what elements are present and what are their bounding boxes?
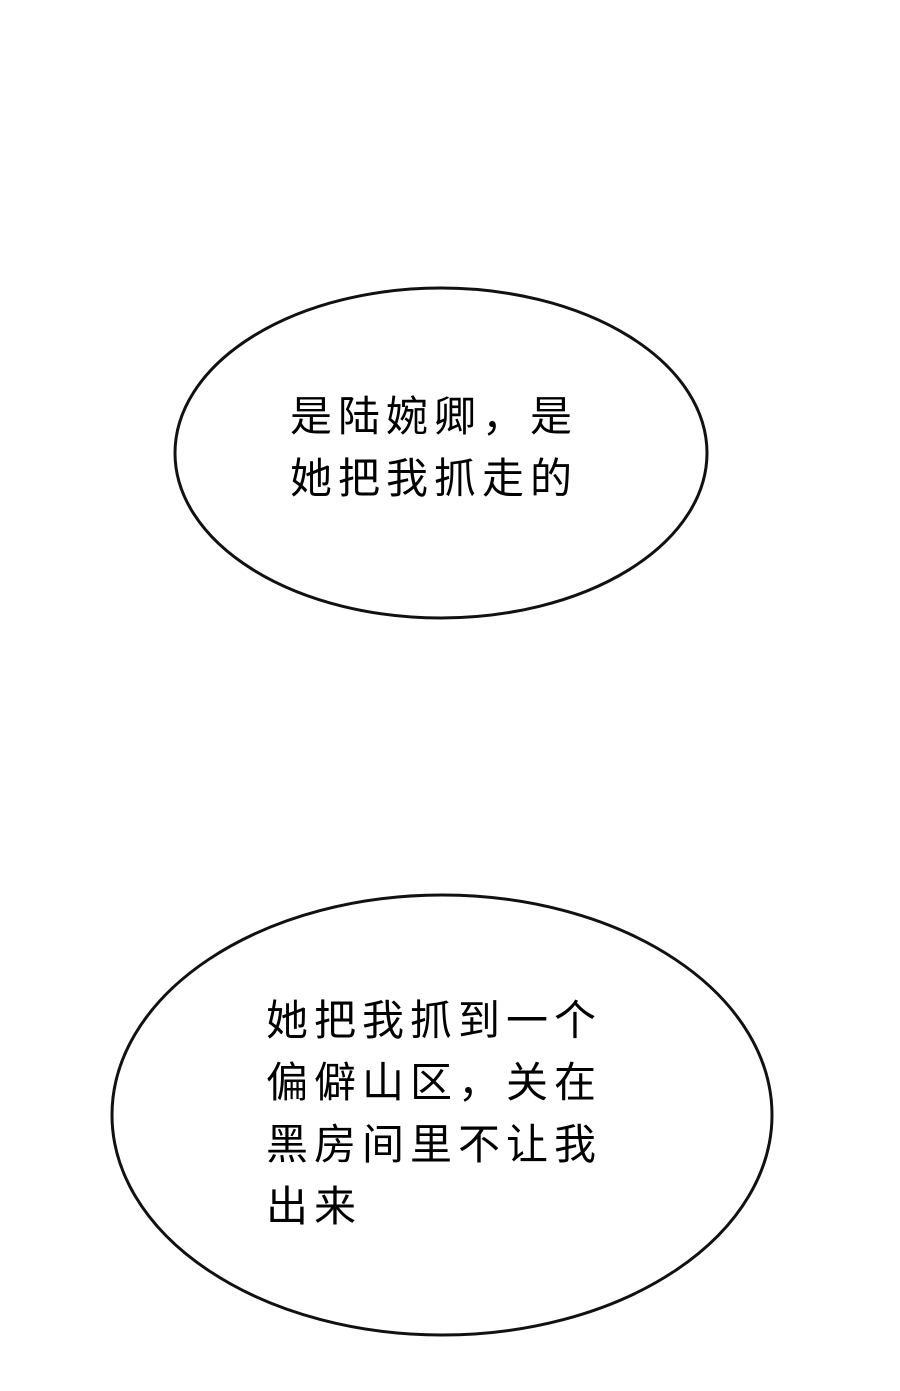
speech-bubble-1-text: 是陆婉卿，是 她把我抓走的 (290, 386, 578, 510)
bubble-2-line-3: 黑房间里不让我 (266, 1120, 603, 1169)
speech-bubble-2-text: 她把我抓到一个 偏僻山区，关在 黑房间里不让我 出来 (266, 990, 602, 1238)
speech-bubble-1-outline (173, 286, 709, 620)
bubble-1-line-1: 是陆婉卿，是 (290, 392, 579, 441)
bubble-2-line-4: 出来 (266, 1182, 363, 1231)
speech-bubble-2-outline (110, 893, 774, 1337)
bubble-2-line-2: 偏僻山区，关在 (266, 1058, 603, 1107)
bubble-2-line-1: 她把我抓到一个 (266, 996, 603, 1045)
bubble-1-line-2: 她把我抓走的 (290, 454, 579, 503)
